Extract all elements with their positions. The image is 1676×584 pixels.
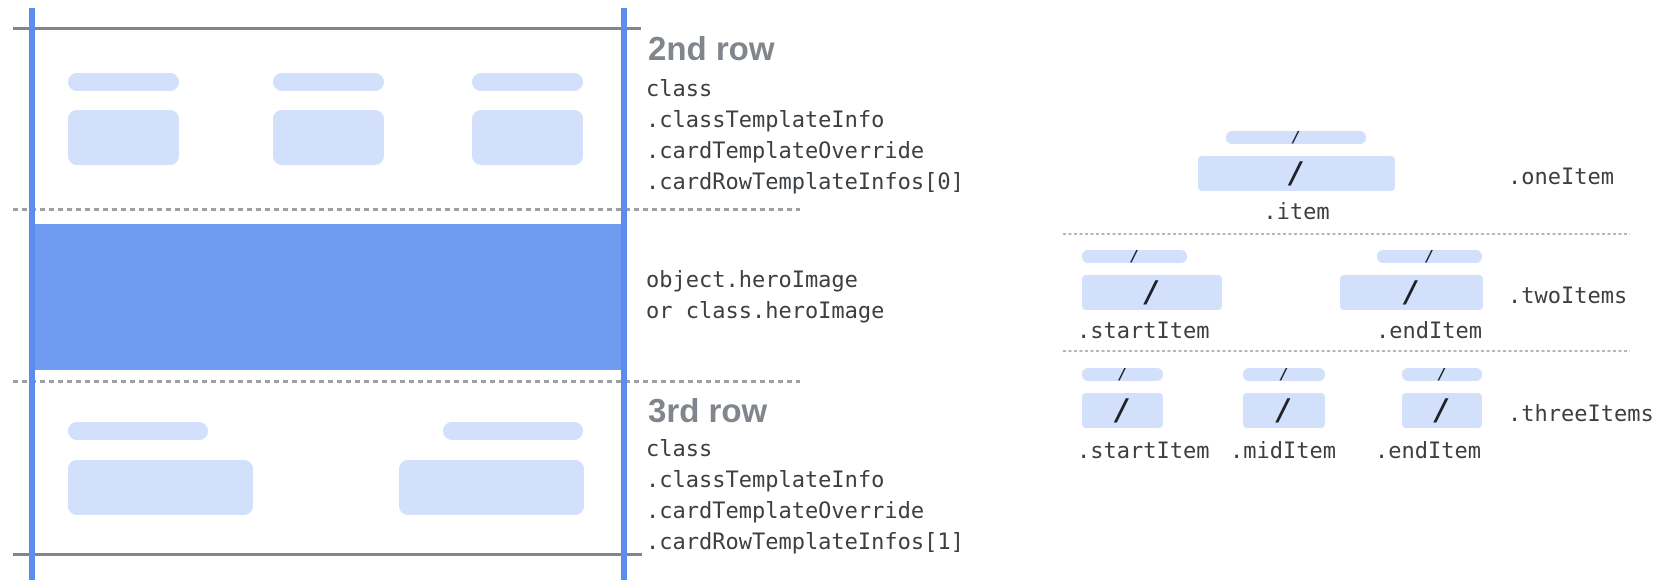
end-item-label: .endItem xyxy=(1376,319,1482,344)
code-line: .cardTemplateOverride xyxy=(646,139,925,164)
mid-item-label: .midItem xyxy=(1230,439,1336,464)
code-line: class xyxy=(646,437,713,462)
row2-col2-label-placeholder xyxy=(273,73,384,91)
one-item-group-label: .oneItem xyxy=(1508,165,1614,190)
second-row-title: 2nd row xyxy=(648,30,775,67)
three-items-mid-label-bar: / xyxy=(1243,365,1325,383)
row-divider-2 xyxy=(13,380,800,383)
hero-image-code: object.heroImage or class.heroImage xyxy=(646,265,884,327)
hero-image-band xyxy=(32,224,624,370)
two-items-end-label-bar: / xyxy=(1377,247,1482,265)
card-left-edge-line xyxy=(29,8,35,580)
slash-placeholder: / xyxy=(1287,156,1306,190)
row2-col3-value-placeholder xyxy=(472,110,583,165)
row3-col1-value-placeholder xyxy=(68,460,253,515)
slash-placeholder: / xyxy=(1424,247,1435,265)
one-item-value-bar: / xyxy=(1198,156,1395,191)
code-line: .cardRowTemplateInfos[1] xyxy=(646,530,964,555)
code-line: .classTemplateInfo xyxy=(646,468,885,493)
three-items-group-label: .threeItems xyxy=(1508,402,1654,427)
item-label: .item xyxy=(1263,200,1330,225)
slash-placeholder: / xyxy=(1117,365,1128,383)
row2-col2-value-placeholder xyxy=(273,110,384,165)
card-top-line xyxy=(13,27,641,30)
item-section-divider-2 xyxy=(1063,350,1630,352)
slash-placeholder: / xyxy=(1143,275,1161,309)
row-divider-1 xyxy=(13,208,800,211)
slash-placeholder: / xyxy=(1402,275,1421,309)
two-items-start-label-bar: / xyxy=(1082,247,1187,265)
three-items-start-label-bar: / xyxy=(1082,365,1163,383)
three-items-end-value-bar: / xyxy=(1402,393,1482,428)
row2-col1-value-placeholder xyxy=(68,110,179,165)
code-line: .classTemplateInfo xyxy=(646,108,885,133)
three-items-mid-value-bar: / xyxy=(1243,393,1325,428)
row3-col2-value-placeholder xyxy=(399,460,584,515)
start-item-label: .startItem xyxy=(1077,439,1210,464)
slash-placeholder: / xyxy=(1129,247,1140,265)
two-items-start-value-bar: / xyxy=(1082,275,1222,310)
code-line: class xyxy=(646,77,713,102)
row2-col1-label-placeholder xyxy=(68,73,179,91)
two-items-end-value-bar: / xyxy=(1340,275,1483,310)
third-row-title: 3rd row xyxy=(648,392,768,429)
slash-placeholder: / xyxy=(1275,393,1293,427)
slash-placeholder: / xyxy=(1113,393,1132,427)
code-line: .cardTemplateOverride xyxy=(646,499,925,524)
three-items-end-label-bar: / xyxy=(1402,365,1482,383)
card-right-edge-line xyxy=(621,8,627,580)
row2-col3-label-placeholder xyxy=(472,73,583,91)
slash-placeholder: / xyxy=(1433,393,1451,427)
slash-placeholder: / xyxy=(1291,128,1301,146)
row3-col2-label-placeholder xyxy=(443,422,583,440)
item-section-divider-1 xyxy=(1063,233,1630,235)
one-item-label-bar: / xyxy=(1226,128,1366,146)
row3-col1-label-placeholder xyxy=(68,422,208,440)
third-row-code: class .classTemplateInfo .cardTemplateOv… xyxy=(646,434,964,558)
slash-placeholder: / xyxy=(1437,365,1447,383)
start-item-label: .startItem xyxy=(1077,319,1210,344)
second-row-code: class .classTemplateInfo .cardTemplateOv… xyxy=(646,74,964,198)
two-items-group-label: .twoItems xyxy=(1508,284,1628,309)
end-item-label: .endItem xyxy=(1375,439,1481,464)
slash-placeholder: / xyxy=(1279,365,1289,383)
three-items-start-value-bar: / xyxy=(1082,393,1163,428)
code-line: or class.heroImage xyxy=(646,299,885,324)
card-bottom-line xyxy=(13,553,642,556)
code-line: object.heroImage xyxy=(646,268,858,293)
code-line: .cardRowTemplateInfos[0] xyxy=(646,170,964,195)
